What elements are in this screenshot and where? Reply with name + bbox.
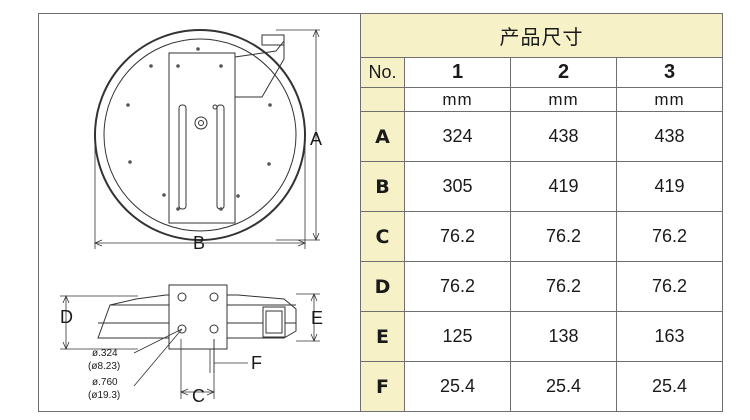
table-cell: 305 — [404, 161, 511, 212]
dim-label-e: E — [311, 308, 323, 328]
table-cell: 25.4 — [616, 361, 723, 412]
table-title: 产品尺寸 — [360, 13, 723, 58]
unit-1: mm — [404, 87, 511, 112]
table-row: A 324 438 438 — [360, 111, 723, 162]
table-row: B 305 419 419 — [360, 161, 723, 212]
dim-label-f: F — [251, 353, 262, 373]
hose-guide-arm — [234, 39, 285, 98]
hole1-inch-label: ø.324 — [92, 348, 118, 359]
row-key: A — [360, 111, 405, 162]
side-mount-plate — [168, 284, 228, 350]
table-cell: 163 — [616, 311, 723, 362]
table-row: C 76.2 76.2 76.2 — [360, 211, 723, 262]
no-label: No. — [360, 57, 405, 88]
table-cell: 419 — [616, 161, 723, 212]
reel-outer-circle — [94, 29, 306, 241]
table-row: D 76.2 76.2 76.2 — [360, 261, 723, 312]
table-cell: 438 — [510, 111, 617, 162]
table-cell: 76.2 — [616, 261, 723, 312]
table-cell: 76.2 — [616, 211, 723, 262]
row-key: B — [360, 161, 405, 212]
dim-label-c: C — [192, 386, 205, 406]
table-cell: 76.2 — [404, 211, 511, 262]
unit-3: mm — [616, 87, 723, 112]
table-cell: 76.2 — [404, 261, 511, 312]
table-cell: 438 — [616, 111, 723, 162]
table-cell: 324 — [404, 111, 511, 162]
table-cell: 419 — [510, 161, 617, 212]
row-key: E — [360, 311, 405, 362]
hole2-inch-label: ø.760 — [92, 377, 118, 388]
model-3-header: 3 — [616, 57, 723, 88]
row-key: C — [360, 211, 405, 262]
table-cell: 76.2 — [510, 261, 617, 312]
table-cell: 25.4 — [510, 361, 617, 412]
hole2-mm-label: (ø19.3) — [88, 390, 120, 401]
row-key: F — [360, 361, 405, 412]
hole1-mm-label: (ø8.23) — [88, 361, 120, 372]
model-1-header: 1 — [404, 57, 511, 88]
dimension-table: 产品尺寸 No. 1 2 3 mm mm mm A 324 438 438 B … — [360, 13, 723, 412]
table-cell: 125 — [404, 311, 511, 362]
table-cell: 25.4 — [404, 361, 511, 412]
table-row: E 125 138 163 — [360, 311, 723, 362]
dim-label-a: A — [310, 129, 322, 149]
unit-2: mm — [510, 87, 617, 112]
model-2-header: 2 — [510, 57, 617, 88]
reel-drawing: A B D E C F ø.324 (ø8.23) ø.760 (ø19.3) — [60, 28, 323, 406]
table-row: F 25.4 25.4 25.4 — [360, 361, 723, 412]
row-key: D — [360, 261, 405, 312]
table-cell: 76.2 — [510, 211, 617, 262]
table-cell: 138 — [510, 311, 617, 362]
unit-empty-cell — [360, 87, 405, 112]
dim-label-b: B — [193, 233, 205, 253]
dim-label-d: D — [60, 307, 73, 327]
reel-inner-circle — [103, 38, 297, 232]
